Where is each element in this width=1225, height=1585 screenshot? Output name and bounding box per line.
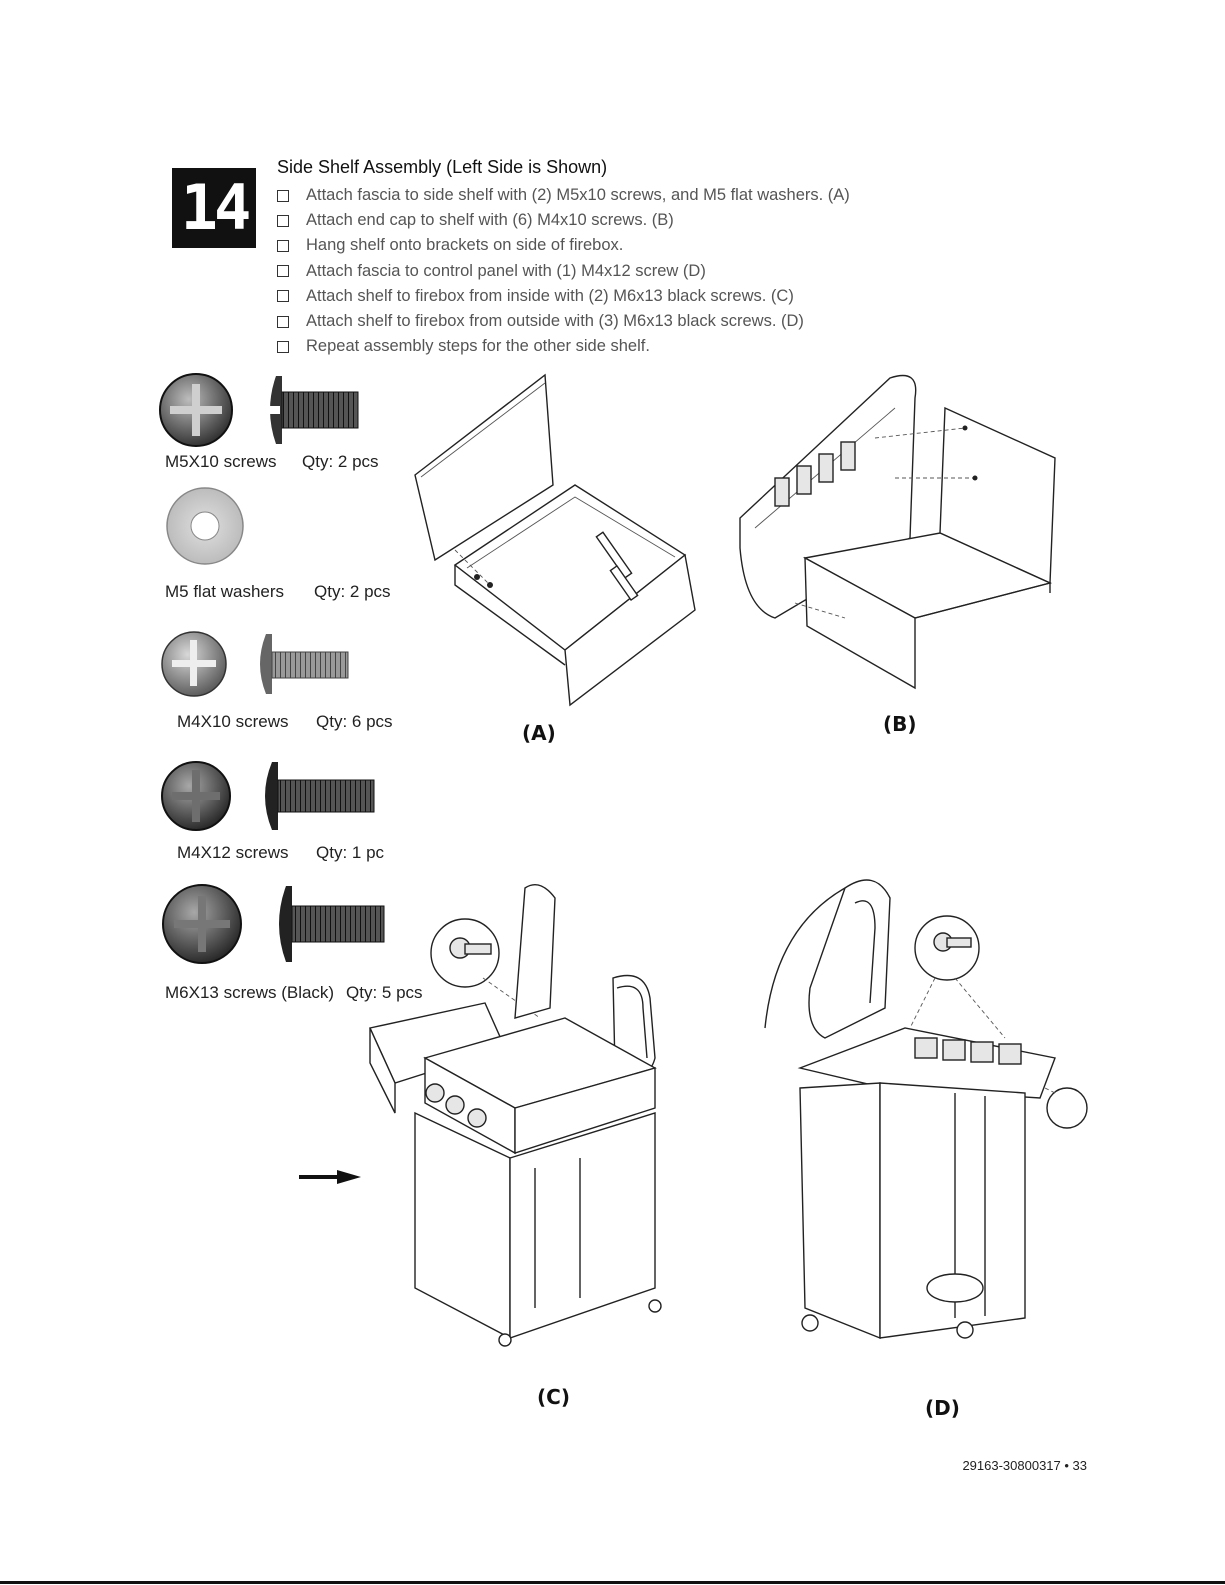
instruction-item: Attach fascia to side shelf with (2) M5x…: [277, 183, 850, 208]
instruction-item: Attach shelf to firebox from inside with…: [277, 284, 850, 309]
instruction-item: Attach shelf to firebox from outside wit…: [277, 309, 850, 334]
page-footer: 29163-30800317 • 33: [962, 1458, 1087, 1473]
figure-d-diagram: [764, 879, 1088, 1340]
hardware-name: M4X10 screws: [177, 712, 289, 731]
instruction-list: Attach fascia to side shelf with (2) M5x…: [277, 183, 850, 359]
hardware-qty: Qty: 2 pcs: [302, 452, 379, 471]
hardware-qty: Qty: 2 pcs: [314, 582, 391, 601]
figure-a-diagram: [414, 373, 696, 707]
hardware-name: M5X10 screws: [165, 452, 277, 471]
step-title: Side Shelf Assembly (Left Side is Shown): [277, 157, 608, 177]
hardware-qty: Qty: 1 pc: [316, 843, 385, 862]
hardware-qty: Qty: 5 pcs: [346, 983, 423, 1002]
figure-d-label: (D): [925, 1396, 960, 1420]
figure-b-diagram: [739, 374, 1056, 690]
m4x10-screw-icon: [161, 631, 349, 697]
checkbox-icon[interactable]: [277, 265, 289, 278]
figure-c-diagram: [369, 884, 662, 1347]
step-number-badge: 14: [172, 168, 256, 248]
m4x12-screw-icon: [161, 761, 375, 831]
instruction-item: Hang shelf onto brackets on side of fire…: [277, 233, 850, 258]
instruction-item: Attach fascia to control panel with (1) …: [277, 259, 850, 284]
checkbox-icon[interactable]: [277, 290, 289, 303]
m6x13-screw-icon: [162, 884, 385, 964]
figure-c-label: (C): [537, 1385, 570, 1409]
instruction-item: Attach end cap to shelf with (6) M4x10 s…: [277, 208, 850, 233]
instruction-item: Repeat assembly steps for the other side…: [277, 334, 850, 359]
checkbox-icon[interactable]: [277, 239, 289, 252]
figure-a-label: (A): [522, 721, 556, 745]
page-bottom-rule: [0, 1581, 1225, 1584]
hardware-name: M5 flat washers: [165, 582, 285, 601]
hardware-name: M4X12 screws: [177, 843, 289, 862]
checkbox-icon[interactable]: [277, 340, 289, 353]
checkbox-icon[interactable]: [277, 214, 289, 227]
m5x10-screw-icon: [159, 373, 359, 447]
checkbox-icon[interactable]: [277, 315, 289, 328]
figure-b-label: (B): [883, 712, 917, 736]
hardware-qty: Qty: 6 pcs: [316, 712, 393, 731]
flat-washer-icon: [166, 487, 244, 565]
checkbox-icon[interactable]: [277, 189, 289, 202]
hardware-name: M6X13 screws (Black): [165, 983, 335, 1002]
arrow-right-icon: [299, 1170, 361, 1184]
screw-callout-icon: [1046, 1087, 1088, 1129]
